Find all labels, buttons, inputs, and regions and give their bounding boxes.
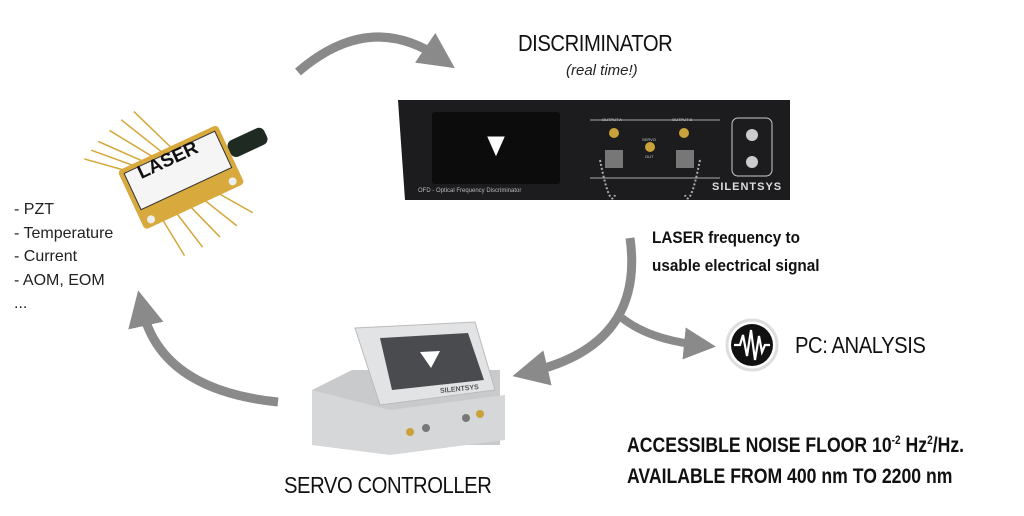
actuator-list: - PZT - Temperature - Current - AOM, EOM… xyxy=(14,198,113,316)
waveform-icon xyxy=(725,318,779,372)
actuator-item: - AOM, EOM xyxy=(14,271,105,289)
conversion-note-line1: LASER frequency to xyxy=(652,228,800,247)
arrow-laser-to-discriminator xyxy=(295,32,455,76)
pc-analysis-label: PC: ANALYSIS xyxy=(795,332,926,358)
specs: ACCESSIBLE NOISE FLOOR 10-2 Hz2/Hz. AVAI… xyxy=(627,425,964,492)
port-label: OUTPUT B xyxy=(672,117,693,122)
arrow-to-pc xyxy=(619,314,716,360)
actuator-item: - Current xyxy=(14,248,78,265)
port-label: OUT xyxy=(645,154,654,159)
discriminator-device xyxy=(398,100,790,200)
noise-floor-spec: ACCESSIBLE NOISE FLOOR 10-2 Hz2/Hz. xyxy=(627,433,965,457)
actuator-item: - PZT xyxy=(14,201,54,218)
actuator-item: ... xyxy=(14,295,28,312)
port-label: SERVO xyxy=(642,137,656,142)
conversion-note-line2: usable electrical signal xyxy=(652,256,820,275)
discriminator-device-label: OFD - Optical Frequency Discriminator xyxy=(418,188,522,194)
conversion-note: LASER frequency to usable electrical sig… xyxy=(652,224,820,280)
arrow-servo-to-laser xyxy=(128,290,279,407)
discriminator-subtitle: (real time!) xyxy=(566,62,638,79)
servo-controller-device xyxy=(312,321,505,455)
laser-module xyxy=(84,111,268,257)
servo-controller-title: SERVO CONTROLLER xyxy=(284,472,492,498)
arrow-discriminator-to-servo xyxy=(512,237,637,386)
discriminator-brand: SILENTSYS xyxy=(712,181,783,193)
actuator-item: - Temperature xyxy=(14,224,114,242)
port-label: OUTPUT A xyxy=(602,117,622,122)
discriminator-title: DISCRIMINATOR xyxy=(518,30,673,56)
wavelength-spec: AVAILABLE FROM 400 nm TO 2200 nm xyxy=(627,465,953,488)
